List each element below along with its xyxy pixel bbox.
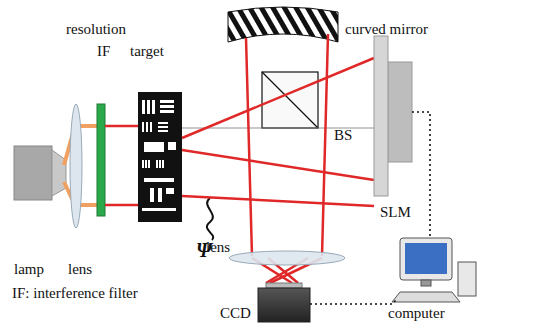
part-label: target	[130, 44, 164, 59]
part-label: computer	[388, 306, 445, 321]
computer-icon	[392, 238, 476, 302]
part-label: IF	[97, 44, 110, 59]
part-label: CCD	[220, 306, 251, 321]
part-label: lamp	[14, 262, 44, 277]
lens	[229, 251, 345, 265]
part-label: BS	[334, 128, 352, 143]
lens	[70, 104, 82, 228]
curved-mirror	[228, 7, 338, 42]
ccd-camera	[258, 283, 310, 322]
lamp-housing	[14, 146, 66, 200]
part-label: lens	[68, 262, 92, 277]
interference-filter	[97, 104, 105, 216]
phase-wave	[207, 198, 213, 240]
part-label: curved mirror	[345, 22, 428, 37]
part-label: resolution	[66, 22, 126, 37]
resolution-target	[138, 92, 182, 222]
spatial-light-modulator	[374, 36, 412, 196]
light-ray	[182, 34, 374, 283]
part-label: lens	[206, 240, 230, 255]
part-label: SLM	[380, 205, 411, 220]
cable	[310, 112, 430, 304]
note: IF: interference filter	[12, 286, 138, 301]
light-beam	[105, 126, 138, 205]
